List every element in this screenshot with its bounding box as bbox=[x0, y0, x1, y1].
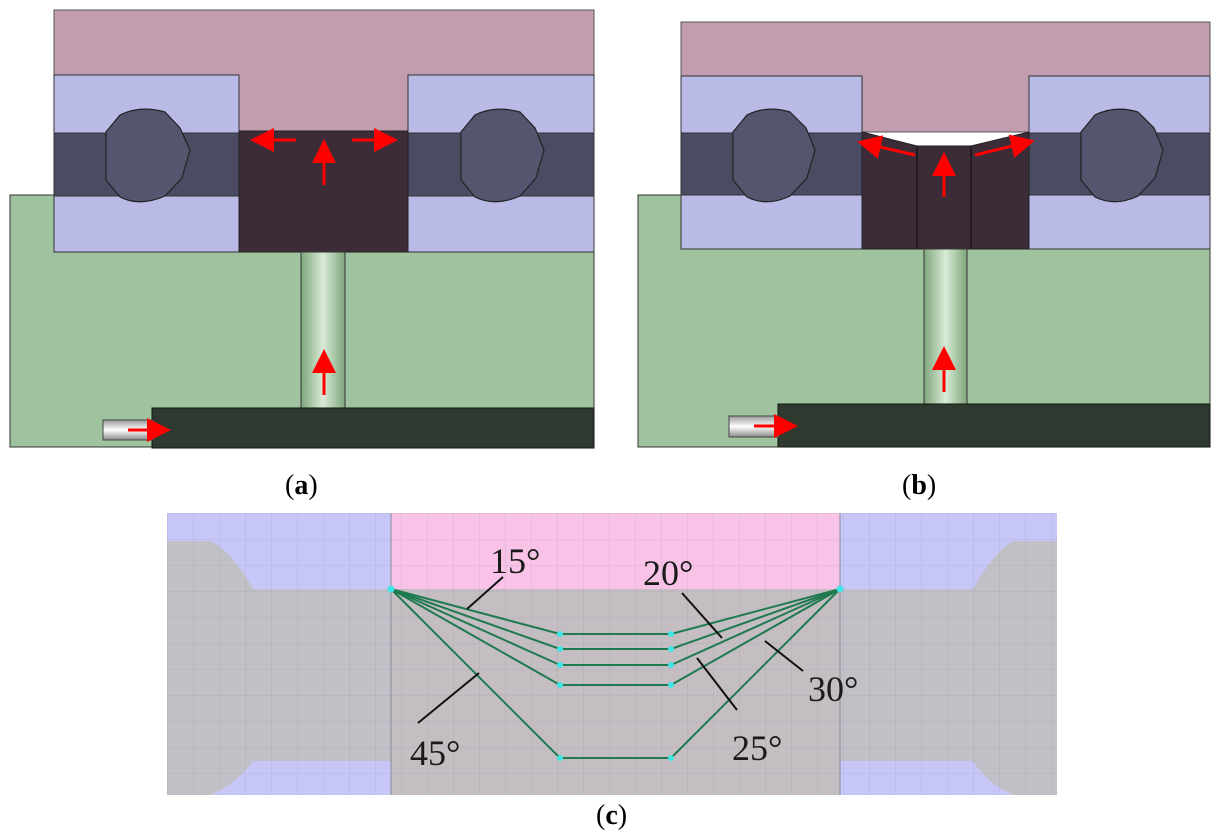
angle-label-45: 45° bbox=[410, 733, 460, 773]
label-a: (a) bbox=[285, 470, 318, 501]
angle-label-15: 15° bbox=[490, 541, 540, 581]
angle-label-30: 30° bbox=[808, 669, 858, 709]
panel-c-diagram: 15° 20° 25° 30° 45° bbox=[167, 513, 1057, 795]
right-ball bbox=[460, 108, 545, 203]
right-ball bbox=[1080, 108, 1164, 203]
profile-nodes bbox=[387, 585, 844, 761]
profile-15 bbox=[390, 588, 841, 635]
label-b: (b) bbox=[902, 470, 937, 501]
left-ball bbox=[105, 108, 191, 203]
angle-profile-lines bbox=[390, 588, 841, 759]
slider-bar bbox=[151, 407, 595, 449]
label-b-letter: b bbox=[911, 470, 927, 501]
panel-b-diagram bbox=[637, 21, 1211, 448]
flow-arrows bbox=[754, 134, 1035, 438]
angle-label-25: 25° bbox=[732, 728, 782, 768]
label-c-letter: c bbox=[605, 800, 618, 831]
leader-lines bbox=[417, 576, 804, 724]
label-a-letter: a bbox=[294, 470, 309, 501]
profile-45 bbox=[390, 588, 841, 759]
angle-label-20: 20° bbox=[643, 553, 693, 593]
grid-overlay bbox=[167, 513, 1057, 795]
left-ball bbox=[732, 108, 816, 203]
profile-25 bbox=[390, 588, 841, 666]
slider-bar bbox=[777, 403, 1211, 448]
flow-arrows bbox=[128, 128, 398, 442]
profile-20 bbox=[390, 588, 841, 650]
label-c: (c) bbox=[596, 800, 628, 831]
panel-a-diagram bbox=[9, 9, 595, 449]
profile-30 bbox=[390, 588, 841, 686]
